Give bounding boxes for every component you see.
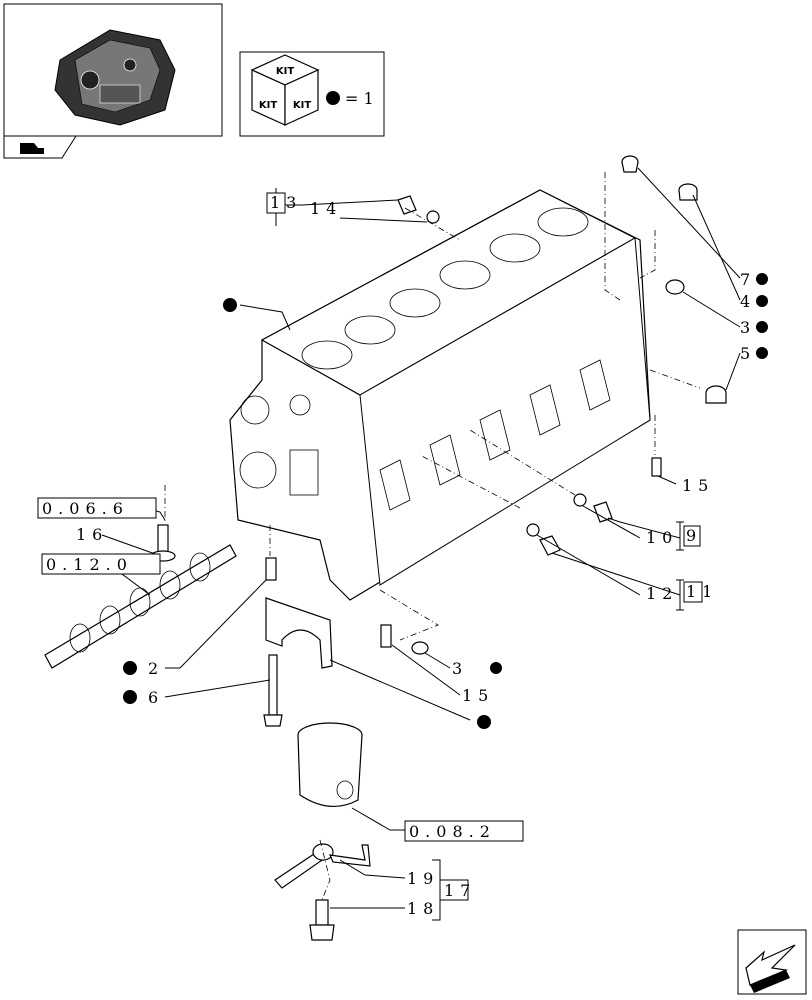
part-dowel-15-right[interactable] [651,457,662,477]
part-plug-3-bottom[interactable] [411,641,429,655]
part-plug-13[interactable] [397,195,417,215]
part-dowel-2[interactable] [265,557,277,581]
callout-10[interactable]: 10 [646,528,678,547]
callout-16[interactable]: 16 [76,525,108,544]
callout-5[interactable]: 5 [740,344,756,363]
arrow-icon [745,944,796,993]
callout-2[interactable]: 2 [148,659,164,678]
callout-14[interactable]: 14 [310,199,342,218]
svg-text:11: 11 [686,582,718,601]
ref-0-06-6[interactable]: 0.06.6 [37,497,157,519]
bearing-cap-kit-bullet-icon [477,715,491,729]
callout-4[interactable]: 4 [740,292,756,311]
ref-0-08-2[interactable]: 0.08.2 [404,820,524,842]
section-tab[interactable] [3,135,77,159]
callout-19[interactable]: 19 [407,869,439,888]
kit-bullet-icon [756,347,768,359]
kit-legend: KIT KIT KIT = 1 [239,51,385,137]
callout-15-right[interactable]: 15 [682,476,714,495]
part-oil-nozzle-19[interactable] [274,843,371,889]
kit-bullet-icon [123,690,137,704]
kit-bullet-icon [756,273,768,285]
car-icon [20,143,44,154]
callout-6[interactable]: 6 [148,688,164,707]
callout-9[interactable]: 9 [683,525,702,547]
callout-18[interactable]: 18 [407,899,439,918]
ref-0-12-0[interactable]: 0.12.0 [41,553,161,575]
callout-3-top[interactable]: 3 [740,318,756,337]
part-camshaft[interactable] [44,544,237,669]
part-plug-3-top[interactable] [665,279,685,295]
kit-bullet-icon [756,321,768,333]
part-bolt-6[interactable] [263,654,283,727]
part-bolt-18[interactable] [309,899,335,941]
leader-lines [101,167,741,909]
kit-top-text: KIT [276,66,294,77]
callout-13[interactable]: 13 [266,192,302,214]
callout-15-bottom[interactable]: 15 [462,686,494,705]
part-plug-4[interactable] [678,183,698,201]
part-plug-5[interactable] [705,385,727,404]
svg-text:0.12.0: 0.12.0 [46,555,133,574]
part-plug-11[interactable] [539,535,561,556]
kit-equals-text: = 1 [345,89,374,108]
engine-block[interactable] [229,189,651,601]
part-seal-12[interactable] [526,523,540,537]
part-plug-9[interactable] [593,501,613,523]
svg-text:13: 13 [270,193,302,212]
next-page-button[interactable] [737,929,807,995]
svg-text:0.08.2: 0.08.2 [409,822,496,841]
part-plug-7[interactable] [621,155,639,173]
part-piston[interactable] [297,722,363,808]
engine-thumbnail[interactable] [3,3,223,137]
kit-bullet-icon [123,661,137,675]
svg-text:17: 17 [444,881,476,900]
callout-7[interactable]: 7 [740,270,756,289]
kit-left-text: KIT [259,100,277,111]
callout-3-bottom[interactable]: 3 [452,659,468,678]
kit-bullet-icon [490,662,502,674]
assembly-axes [164,172,701,901]
part-dowel-15-bottom[interactable] [380,624,392,648]
part-seal-14[interactable] [426,210,440,224]
callout-12[interactable]: 12 [646,584,678,603]
callout-11[interactable]: 11 [683,581,718,603]
part-bearing-cap[interactable] [265,597,333,669]
kit-bullet-icon [326,91,340,105]
svg-text:0.06.6: 0.06.6 [42,499,129,518]
kit-cube-icon: KIT KIT KIT [250,54,320,126]
kit-bullet-icon [756,295,768,307]
block-kit-bullet-icon [223,298,237,312]
svg-text:9: 9 [686,526,702,545]
callout-17[interactable]: 17 [439,879,476,901]
kit-right-text: KIT [293,100,311,111]
part-seal-10[interactable] [573,493,587,507]
